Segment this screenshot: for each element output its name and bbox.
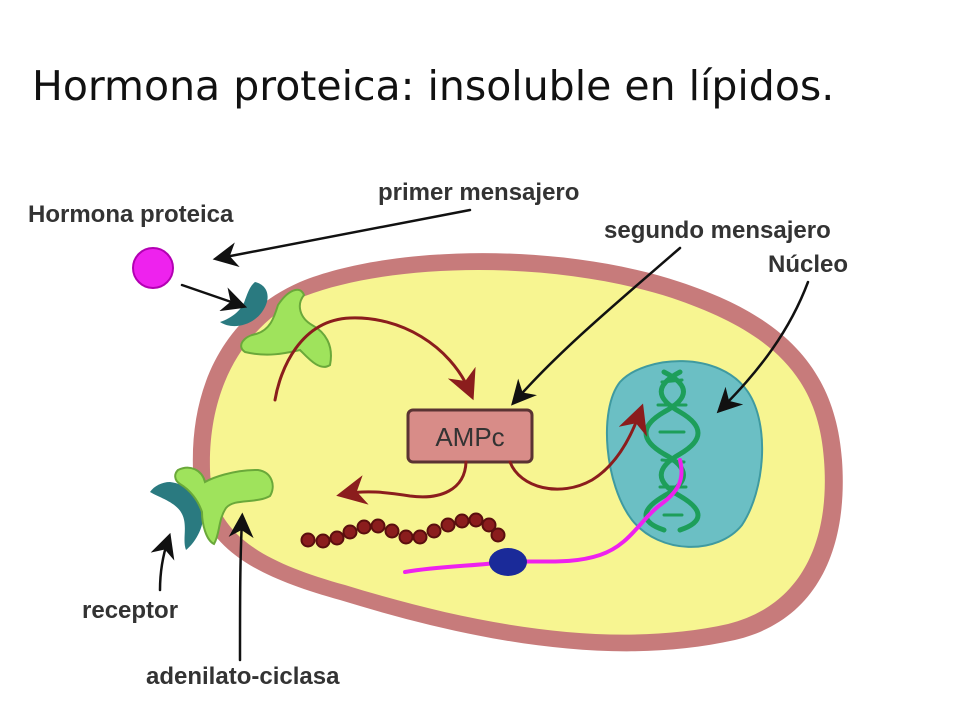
pointer-arrows xyxy=(150,208,810,662)
adenylate-cyclase-bottom xyxy=(174,466,274,546)
ampc-label: AMPc xyxy=(435,422,504,452)
label-adenylate-cyclase: adenilato-ciclasa xyxy=(146,663,340,690)
label-receptor: receptor xyxy=(82,597,178,624)
slide-title: Hormona proteica: insoluble en lípidos. xyxy=(32,62,835,110)
signal-pathway-arrows xyxy=(273,316,648,505)
adenylate-cyclase-top xyxy=(240,288,332,368)
label-first-messenger: primer mensajero xyxy=(378,179,579,206)
label-second-messenger: segundo mensajero xyxy=(604,217,831,244)
ampc-box: AMPc xyxy=(406,408,534,464)
label-nucleus: Núcleo xyxy=(768,251,848,278)
dna-helix xyxy=(643,369,701,533)
protein-chain xyxy=(300,512,506,549)
hormone-molecule xyxy=(132,247,174,289)
receptor-bottom xyxy=(150,482,204,550)
label-hormone: Hormona proteica xyxy=(28,201,234,228)
ribosome xyxy=(489,548,527,576)
mrna-strand xyxy=(403,458,684,574)
